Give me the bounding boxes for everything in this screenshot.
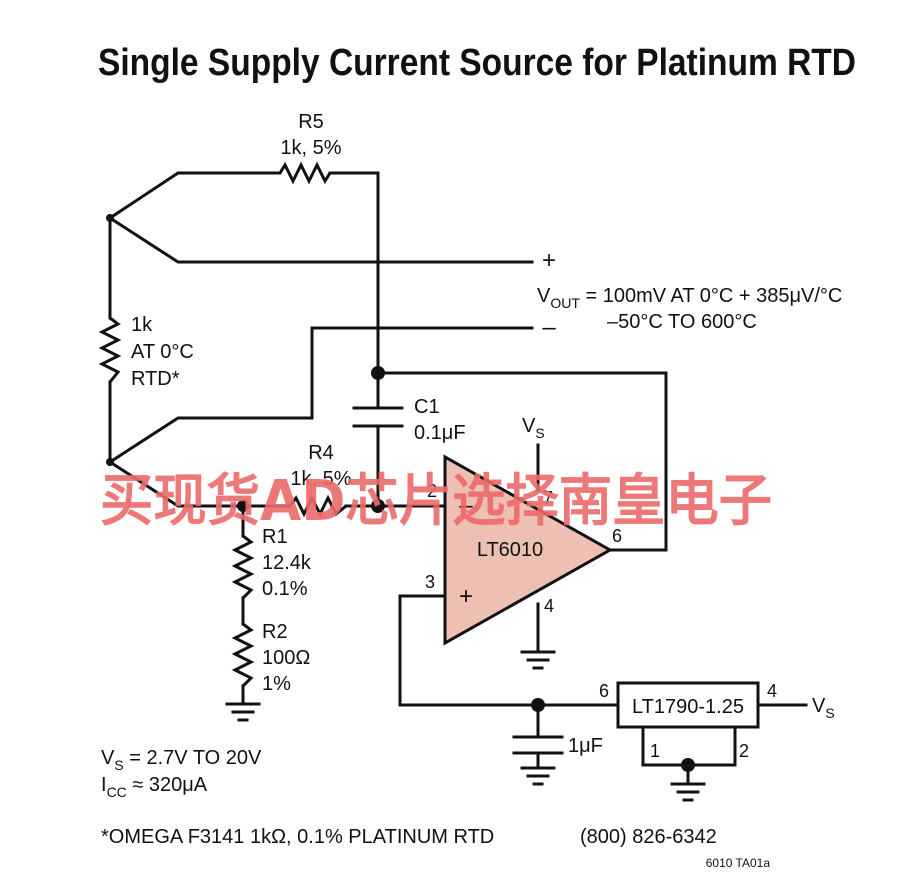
output-minus-label: – bbox=[542, 314, 556, 341]
supply-current-note: ICC ≈ 320μA bbox=[101, 774, 208, 800]
reference-name: LT1790-1.25 bbox=[632, 696, 744, 718]
figure-id: 6010 TA01a bbox=[706, 856, 771, 870]
junction-dots bbox=[106, 214, 695, 772]
capacitor-1uf bbox=[512, 735, 564, 755]
watermark-text: 买现货AD芯片选择南皇电子 bbox=[100, 469, 772, 534]
reference-pin6: 6 bbox=[599, 681, 609, 701]
opamp-pin4: 4 bbox=[544, 596, 554, 616]
resistor-r1 bbox=[231, 534, 255, 600]
r1-value: 12.4k bbox=[262, 552, 312, 574]
opamp-plus-sign: + bbox=[459, 583, 473, 610]
capacitor-c1 bbox=[352, 406, 404, 428]
resistor-r2 bbox=[231, 622, 255, 688]
page-title: Single Supply Current Source for Platinu… bbox=[98, 42, 856, 84]
opamp-triangle bbox=[443, 454, 614, 646]
opamp-minus-sign: – bbox=[459, 492, 473, 519]
output-terminals: + – bbox=[542, 247, 556, 341]
r5-name: R5 bbox=[298, 111, 324, 133]
r1-name: R1 bbox=[262, 526, 288, 548]
ground-r2 bbox=[225, 702, 261, 722]
wire-plus-out bbox=[107, 215, 534, 264]
c1-name: C1 bbox=[414, 396, 440, 418]
reference-pin4: 4 bbox=[767, 681, 777, 701]
wire-feedback bbox=[376, 371, 668, 552]
vout-range: –50°C TO 600°C bbox=[607, 311, 757, 333]
opamp-name: LT6010 bbox=[477, 539, 543, 561]
opamp-pin3: 3 bbox=[425, 572, 435, 592]
r1-tolerance: 0.1% bbox=[262, 578, 308, 600]
ground-cap bbox=[520, 766, 556, 786]
rtd-label-1: 1k bbox=[131, 314, 153, 336]
output-plus-label: + bbox=[542, 247, 556, 274]
reference-vs-label: VS bbox=[812, 695, 835, 721]
wire-r4-left bbox=[107, 459, 292, 508]
opamp-pin7: 7 bbox=[543, 488, 553, 508]
rtd-label-3: RTD* bbox=[131, 368, 180, 390]
wire-noninv bbox=[398, 594, 620, 707]
component-labels: R5 1k, 5% 1k AT 0°C RTD* VOUT = 100mV AT… bbox=[131, 111, 842, 757]
opamp-pin6: 6 bbox=[612, 526, 622, 546]
reference-lt1790: LT1790-1.25 6 4 1 2 VS bbox=[599, 681, 835, 761]
rtd-label-2: AT 0°C bbox=[131, 341, 194, 363]
supply-voltage-note: VS = 2.7V TO 20V bbox=[101, 747, 262, 773]
wire-r5-right bbox=[328, 171, 380, 375]
r4-name: R4 bbox=[308, 442, 334, 464]
ground-ref bbox=[670, 782, 706, 802]
opamp-pin2: 2 bbox=[427, 481, 437, 501]
reference-box bbox=[616, 681, 760, 729]
resistor-r5 bbox=[278, 161, 332, 185]
r2-tolerance: 1% bbox=[262, 673, 291, 695]
vout-equation: VOUT = 100mV AT 0°C + 385μV/°C bbox=[537, 285, 842, 311]
c1-value: 0.1μF bbox=[414, 422, 466, 444]
resistor-rtd bbox=[98, 316, 122, 383]
reference-pin2: 2 bbox=[739, 741, 749, 761]
r2-value: 100Ω bbox=[262, 647, 310, 669]
reference-pin1: 1 bbox=[650, 741, 660, 761]
wire-minus-out bbox=[107, 326, 534, 465]
footnote: *OMEGA F3141 1kΩ, 0.1% PLATINUM RTD bbox=[101, 826, 494, 848]
ground-opamp bbox=[520, 650, 556, 670]
opamp-vs-label: VS bbox=[522, 415, 545, 441]
r2-name: R2 bbox=[262, 621, 288, 643]
resistor-r4 bbox=[288, 494, 347, 518]
cap-1uf-value: 1μF bbox=[568, 735, 603, 757]
r5-value: 1k, 5% bbox=[280, 137, 341, 159]
phone-number: (800) 826-6342 bbox=[580, 826, 717, 848]
r4-value: 1k, 5% bbox=[290, 468, 351, 490]
notes: VS = 2.7V TO 20V ICC ≈ 320μA *OMEGA F314… bbox=[101, 747, 770, 870]
opamp-lt6010: LT6010 – + 2 3 7 4 6 VS bbox=[425, 415, 622, 646]
wire-r5-left bbox=[107, 171, 282, 221]
